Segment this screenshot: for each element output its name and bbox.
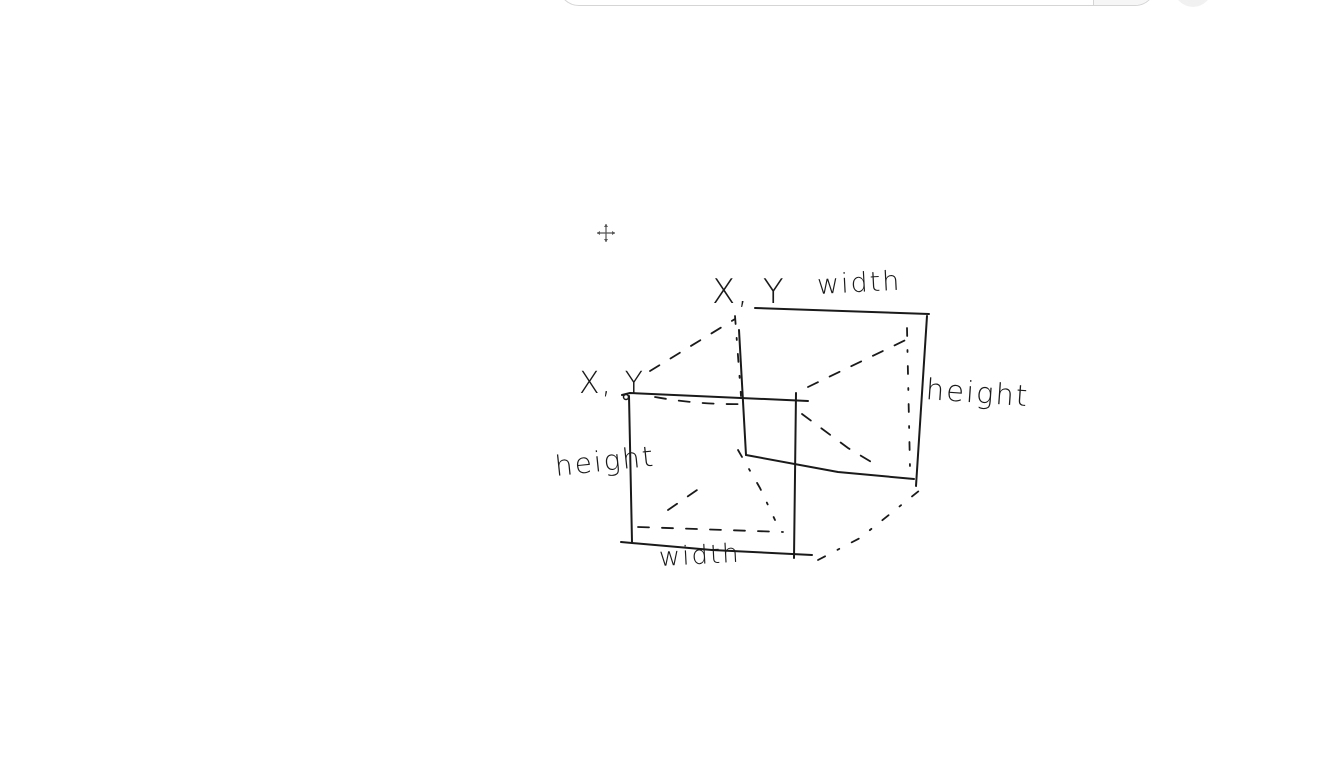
crosshair-move-cursor-icon — [597, 224, 615, 242]
front-rect-left-edge — [628, 395, 633, 543]
connector-top-left — [649, 318, 736, 372]
back-height-label: height — [924, 372, 1031, 414]
back-rect-hidden-diagonal — [801, 413, 879, 467]
back-rect-top-edge — [754, 307, 930, 315]
search-divider — [1093, 0, 1094, 5]
back-rect-right-edge — [915, 315, 928, 487]
front-rect-top-edge — [621, 392, 809, 402]
front-rect-right-edge — [793, 392, 797, 559]
front-rect-bottom-edge — [620, 541, 813, 556]
back-width-label: width — [816, 265, 903, 301]
back-rect-left-hidden-edge — [734, 315, 742, 397]
front-rect-hidden-bottom — [637, 526, 784, 533]
voice-search-button[interactable] — [1174, 0, 1212, 7]
search-button[interactable] — [1094, 0, 1155, 5]
back-rect-left-edge — [738, 329, 747, 456]
front-width-label: width — [658, 538, 742, 573]
front-origin-point — [622, 393, 630, 401]
front-xy-label: X, Y — [579, 366, 645, 401]
back-rect-hidden-vertical — [906, 327, 911, 469]
back-rect-bottom-edge — [745, 454, 915, 480]
front-rect-hidden-right — [737, 449, 776, 521]
front-rect-hidden-top — [654, 396, 745, 406]
front-rect-hidden-diagonal — [667, 487, 701, 511]
search-input[interactable] — [559, 0, 1093, 5]
back-xy-label: X, Y — [712, 272, 786, 312]
back-rect-hidden-horizontal — [807, 335, 915, 388]
connector-bottom-right — [817, 489, 921, 561]
